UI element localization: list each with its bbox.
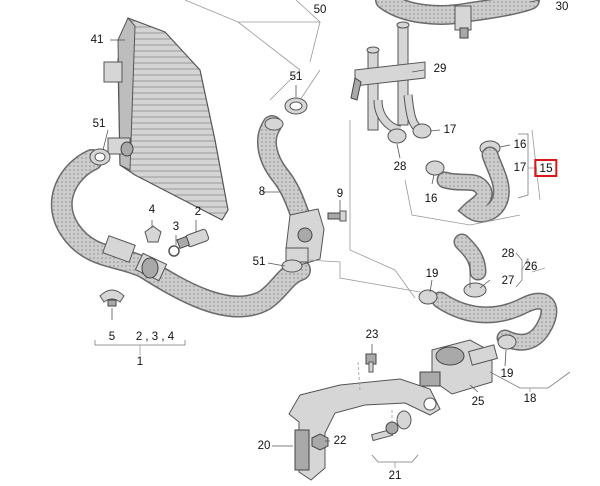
callout-51-bottom: 51 [252,256,266,268]
bolt-23 [365,353,377,373]
callout-9: 9 [336,188,344,200]
leader-lines [94,0,571,468]
hose-30 [375,0,540,39]
hose-1-connectors [102,235,168,282]
callout-20: 20 [257,440,271,452]
nut-22 [311,433,329,451]
callout-51-top: 51 [289,71,303,83]
callout-3: 3 [172,221,180,233]
callout-17-top: 17 [443,124,457,136]
bracket-20 [288,378,441,481]
callout-19-bottom: 19 [500,368,514,380]
callout-2: 2 [194,206,202,218]
callout-21: 21 [388,470,402,482]
callout-22: 22 [333,435,347,447]
radiator [103,17,229,221]
callout-28-top: 28 [393,161,407,173]
callout-41: 41 [90,34,104,46]
clamp-51-left [89,148,111,166]
callout-50: 50 [313,4,327,16]
callout-30: 30 [555,1,569,13]
callout-25: 25 [471,396,485,408]
callout-16-top: 16 [513,139,527,151]
callout-27: 27 [501,275,515,287]
callout-15-highlighted[interactable]: 15 [534,159,558,177]
callout-51-left: 51 [92,118,106,130]
hose-15 [436,146,510,223]
callout-16-mid: 16 [424,193,438,205]
clamps-19 [418,289,517,350]
callout-23: 23 [365,329,379,341]
clamp-51-top [284,97,308,115]
callout-26: 26 [524,261,538,273]
coolant-flange [281,208,325,273]
callout-19-top: 19 [425,268,439,280]
hose-18 [431,291,558,351]
pipe-distributor-29 [350,21,426,135]
bolt-9 [327,210,347,222]
callout-2-3-4: 2 , 3 , 4 [135,331,175,343]
callout-18: 18 [523,393,537,405]
callout-28-right: 28 [501,248,515,260]
callout-17-right: 17 [513,162,527,174]
hose-26 [453,233,487,298]
callout-5: 5 [108,331,116,343]
clip-5 [99,289,125,307]
callout-29: 29 [433,63,447,75]
callout-8: 8 [258,186,266,198]
callout-1: 1 [136,356,144,368]
callout-4: 4 [148,204,156,216]
small-parts-2-3-4 [144,225,210,257]
bolt-grommet-21 [370,410,412,442]
coolant-pump-25 [419,339,498,395]
hose-8 [256,115,312,230]
